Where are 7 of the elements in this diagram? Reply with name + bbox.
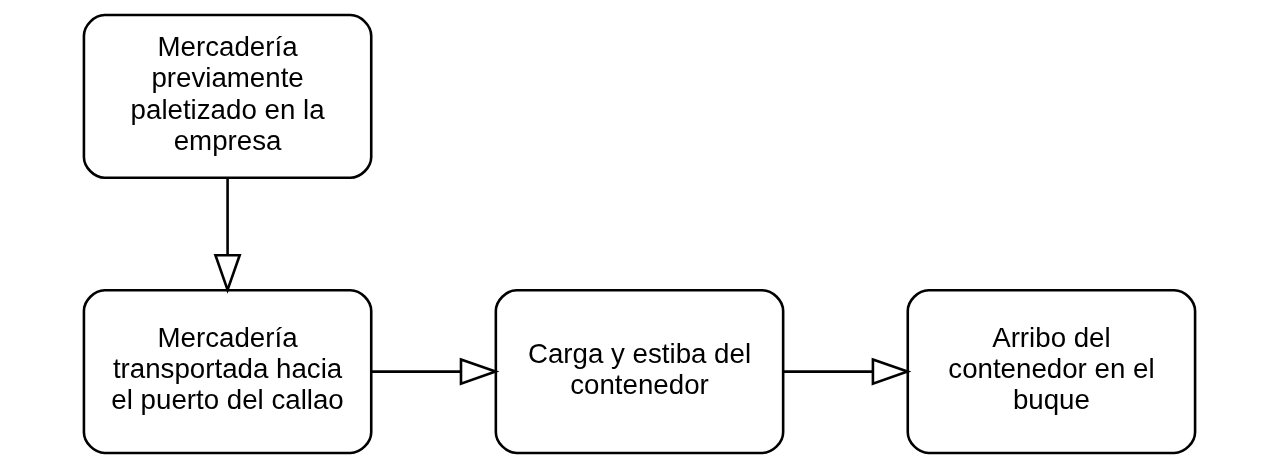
node-box: Carga y estiba del contenedor xyxy=(494,288,785,455)
node-box: Mercadería transportada hacia el puerto del callao xyxy=(82,288,373,455)
node-box: Arribo del contenedor en el buque xyxy=(906,288,1197,455)
node-box: Mercadería previamente paletizado en la empresa xyxy=(82,13,373,180)
arrow xyxy=(783,357,912,386)
arrow xyxy=(371,357,500,386)
arrow xyxy=(213,178,242,294)
